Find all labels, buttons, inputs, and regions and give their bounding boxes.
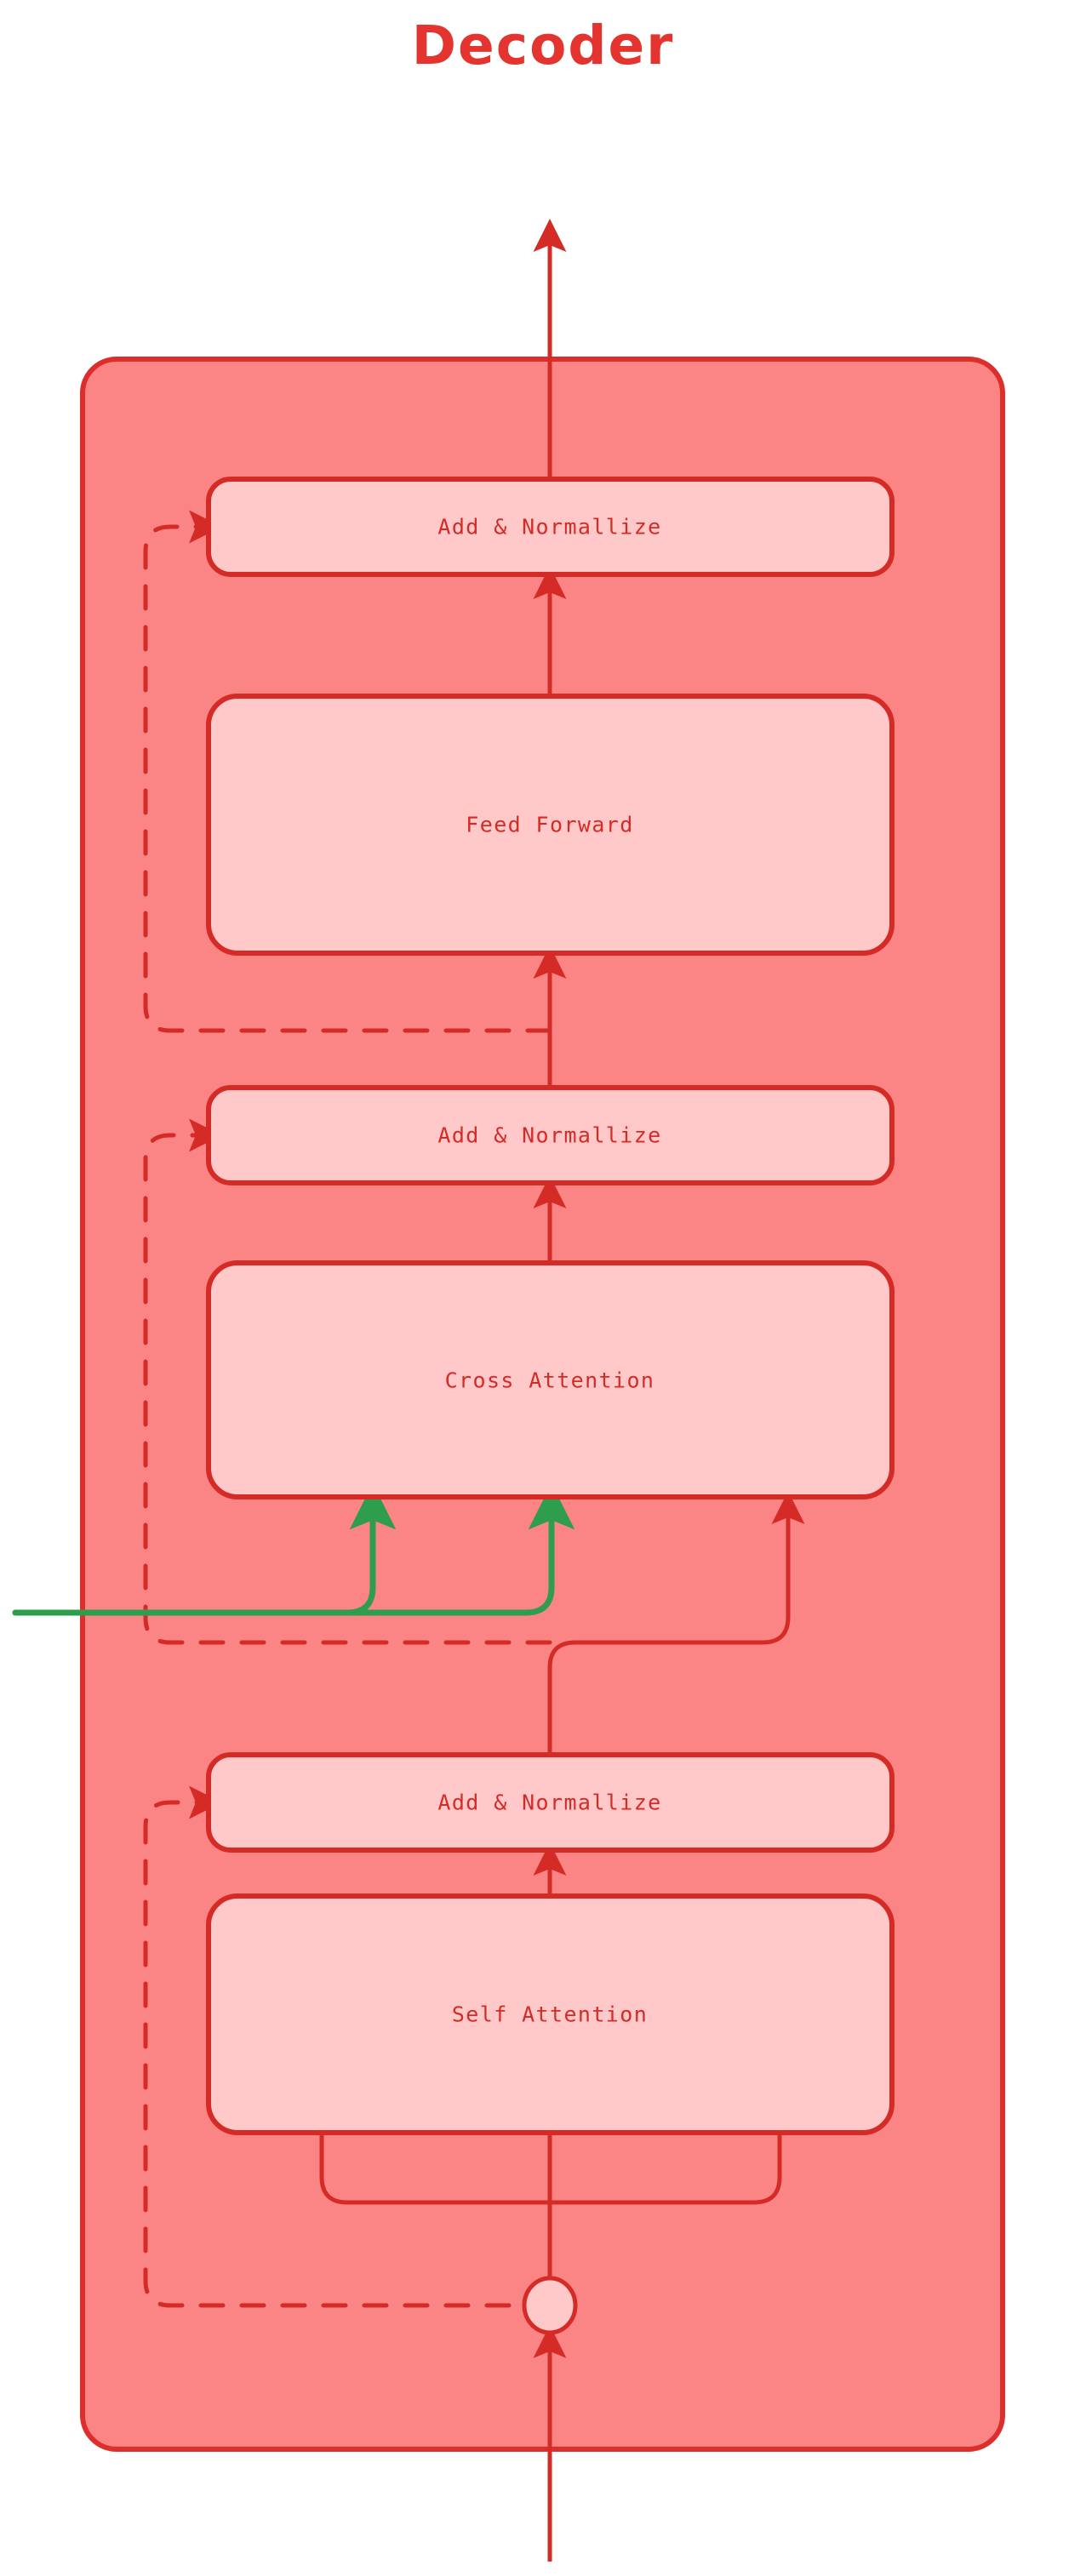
residual-crossattn (143, 1118, 552, 1645)
junction-to-selfattn-q-arrow (305, 1928, 552, 2205)
residual-selfattn (143, 1785, 552, 2308)
residual-feedforward (143, 510, 552, 1033)
addnorm-bottom-to-crossattn-query-arrow (547, 1490, 805, 1757)
node-add-norm-middle[interactable] (206, 1085, 895, 1185)
input-split-node[interactable] (522, 2276, 578, 2335)
node-add-norm-top[interactable] (206, 477, 895, 577)
node-add-norm-bottom[interactable] (206, 1752, 895, 1853)
node-cross-attention[interactable] (206, 1260, 895, 1499)
encoder-memory-value-arrow (12, 1482, 575, 1616)
page-title: Decoder (411, 14, 675, 77)
node-self-attention[interactable] (206, 1893, 895, 2135)
junction-to-selfattn-k-arrow (547, 1928, 797, 2205)
node-feed-forward[interactable] (206, 694, 895, 956)
